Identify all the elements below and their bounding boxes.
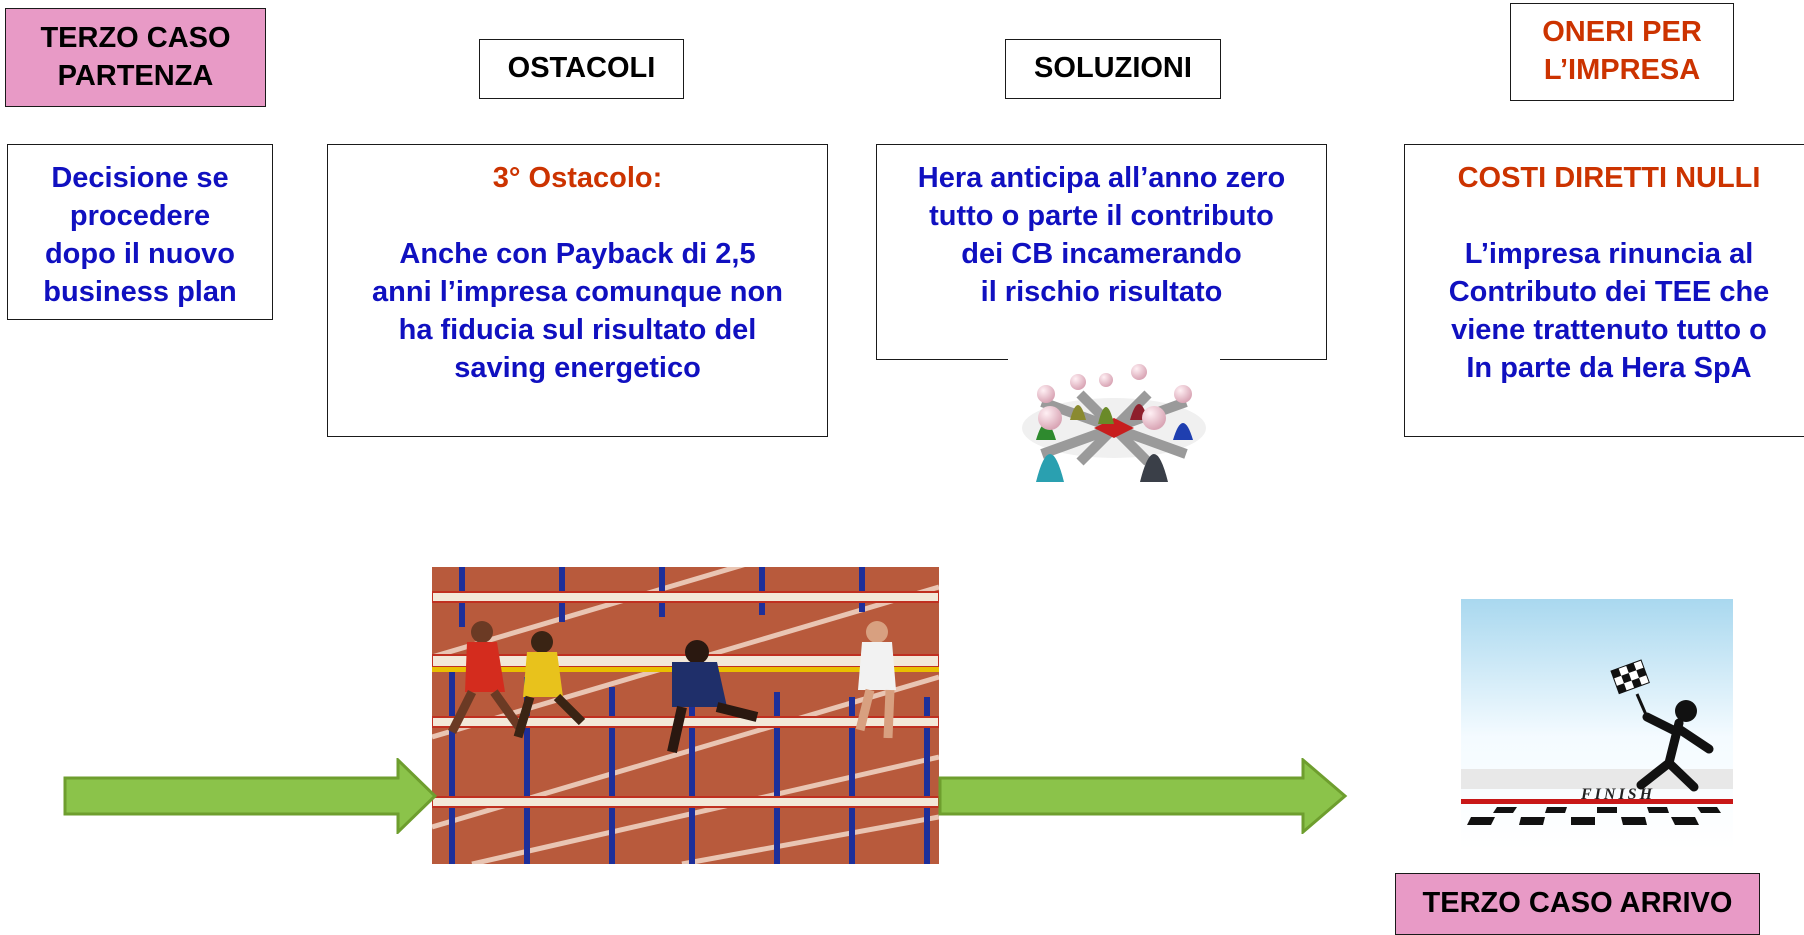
start-box: Decisione se procedere dopo il nuovo bus… — [7, 144, 273, 320]
finish-header: TERZO CASO ARRIVO — [1395, 873, 1760, 935]
start-header: TERZO CASO PARTENZA — [5, 8, 266, 107]
solution-box: Hera anticipa all’anno zero tutto o part… — [876, 144, 1327, 360]
people-network-icon — [1008, 342, 1220, 502]
arrow-obstacle-to-finish — [938, 756, 1348, 836]
burdens-header: ONERI PER L’IMPRESA — [1510, 3, 1734, 101]
burden-title: COSTI DIRETTI NULLI — [1457, 162, 1761, 194]
obstacle-title: 3° Ostacolo: — [492, 162, 663, 194]
arrow-start-to-obstacle — [63, 756, 438, 836]
hurdles-race-photo — [432, 567, 939, 864]
burden-box: COSTI DIRETTI NULLI L’impresa rinuncia a… — [1404, 144, 1804, 437]
finish-sign-text: FINISH — [1580, 786, 1655, 803]
solutions-header: SOLUZIONI — [1005, 39, 1221, 99]
finish-line-icon: FINISH — [1461, 599, 1733, 850]
obstacles-header: OSTACOLI — [479, 39, 684, 99]
obstacle-box: 3° Ostacolo: Anche con Payback di 2,5 an… — [327, 144, 828, 437]
